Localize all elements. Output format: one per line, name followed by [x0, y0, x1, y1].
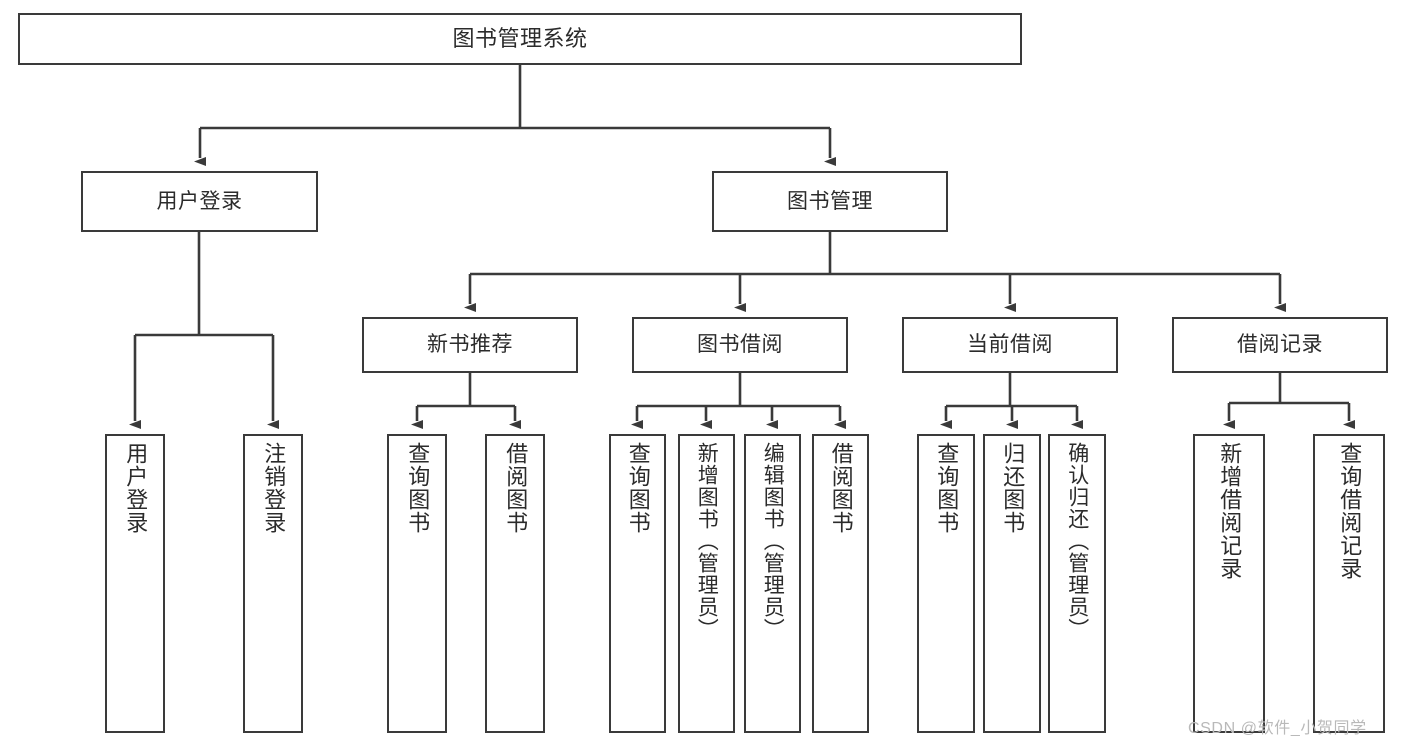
node-leaf-user-login-label: 用户登录: [123, 442, 149, 534]
node-root-system-label: 图书管理系统: [452, 25, 588, 51]
node-leaf-borrow-books-new[interactable]: 借阅图书: [485, 434, 545, 733]
node-new-book-recommend-label: 新书推荐: [427, 333, 513, 357]
node-leaf-add-borrow-record[interactable]: 新增借阅记录: [1193, 434, 1265, 733]
node-new-book-recommend[interactable]: 新书推荐: [362, 317, 578, 373]
node-borrow-records-label: 借阅记录: [1237, 333, 1323, 357]
node-leaf-add-borrow-record-label: 新增借阅记录: [1217, 442, 1243, 580]
node-leaf-borrow-books-borrow-label: 借阅图书: [828, 442, 854, 534]
csdn-watermark: CSDN @软件_小贺同学: [1188, 720, 1367, 737]
node-current-borrow-label: 当前借阅: [967, 333, 1053, 357]
node-leaf-return-books[interactable]: 归还图书: [983, 434, 1041, 733]
node-leaf-query-books-borrow-label: 查询图书: [625, 442, 651, 534]
node-leaf-confirm-return-admin-label: 确认归还（管理员）: [1065, 442, 1089, 640]
node-book-management-label: 图书管理: [787, 189, 873, 213]
node-leaf-edit-book-admin[interactable]: 编辑图书（管理员）: [744, 434, 801, 733]
node-leaf-user-login[interactable]: 用户登录: [105, 434, 165, 733]
node-user-login[interactable]: 用户登录: [81, 171, 318, 232]
node-user-login-label: 用户登录: [156, 189, 243, 213]
node-leaf-return-books-label: 归还图书: [1000, 442, 1026, 534]
node-book-borrow[interactable]: 图书借阅: [632, 317, 848, 373]
node-leaf-confirm-return-admin[interactable]: 确认归还（管理员）: [1048, 434, 1106, 733]
node-leaf-add-book-admin-label: 新增图书（管理员）: [695, 442, 719, 640]
node-leaf-logout[interactable]: 注销登录: [243, 434, 303, 733]
node-leaf-query-borrow-record[interactable]: 查询借阅记录: [1313, 434, 1385, 733]
node-leaf-query-books-borrow[interactable]: 查询图书: [609, 434, 666, 733]
node-leaf-borrow-books-new-label: 借阅图书: [503, 442, 529, 534]
node-leaf-logout-label: 注销登录: [261, 442, 287, 534]
node-leaf-query-books-new-label: 查询图书: [405, 442, 431, 534]
node-leaf-edit-book-admin-label: 编辑图书（管理员）: [761, 442, 785, 640]
node-borrow-records[interactable]: 借阅记录: [1172, 317, 1388, 373]
node-leaf-query-books-new[interactable]: 查询图书: [387, 434, 447, 733]
node-book-borrow-label: 图书借阅: [697, 333, 783, 357]
node-leaf-borrow-books-borrow[interactable]: 借阅图书: [812, 434, 869, 733]
node-book-management[interactable]: 图书管理: [712, 171, 948, 232]
node-leaf-add-book-admin[interactable]: 新增图书（管理员）: [678, 434, 735, 733]
node-current-borrow[interactable]: 当前借阅: [902, 317, 1118, 373]
node-root-system[interactable]: 图书管理系统: [18, 13, 1022, 65]
node-leaf-query-borrow-record-label: 查询借阅记录: [1337, 442, 1363, 580]
node-leaf-query-books-current-label: 查询图书: [934, 442, 960, 534]
node-leaf-query-books-current[interactable]: 查询图书: [917, 434, 975, 733]
